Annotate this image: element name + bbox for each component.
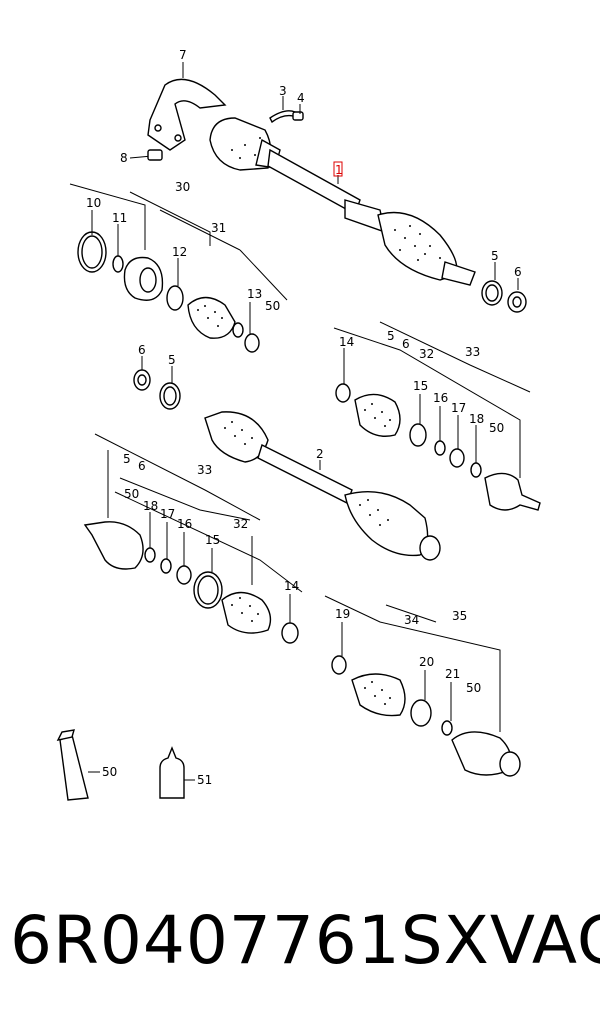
callout-17-left: 17 (160, 507, 175, 521)
callout-35: 35 (452, 609, 467, 623)
callout-20: 20 (419, 655, 434, 669)
callout-50-d: 50 (466, 681, 481, 695)
callout-14-left: 14 (284, 579, 299, 593)
heat-shield (147, 78, 227, 151)
kit-34-35-parts (331, 655, 521, 777)
callout-1: 1 (335, 163, 343, 177)
callout-12: 12 (172, 245, 187, 259)
nut-ring-5-6-top (481, 280, 527, 313)
part-number: 6R0407761SX (10, 901, 490, 979)
callout-15-right: 15 (413, 379, 428, 393)
callout-19: 19 (335, 607, 350, 621)
callout-15-left: 15 (205, 533, 220, 547)
callout-3: 3 (279, 84, 287, 98)
callout-5-top: 5 (491, 249, 499, 263)
shaft-assembly-1 (209, 117, 476, 286)
bottle-51 (159, 746, 195, 799)
grease-tube-50 (56, 729, 100, 801)
callout-51: 51 (197, 773, 212, 787)
callout-8: 8 (120, 151, 128, 165)
callout-6-top: 6 (514, 265, 522, 279)
callout-32-right: 32 (419, 347, 434, 361)
callout-6-mid: 6 (138, 343, 146, 357)
callout-16-left: 16 (177, 517, 192, 531)
callout-17-right: 17 (451, 401, 466, 415)
highlight-box-1 (333, 161, 343, 177)
callout-4: 4 (297, 91, 305, 105)
callout-14-right: 14 (339, 335, 354, 349)
callout-13: 13 (247, 287, 262, 301)
callout-5-mid: 5 (168, 353, 176, 367)
callout-50-c: 50 (124, 487, 139, 501)
callout-21: 21 (445, 667, 460, 681)
callout-6-right: 6 (402, 337, 410, 351)
callout-18-left: 18 (143, 499, 158, 513)
kit-32-33-left-parts (83, 521, 299, 644)
kit-32-33-right-parts (335, 383, 541, 511)
clip-3-and-bolt-4 (269, 110, 304, 124)
callout-5-left: 5 (123, 452, 131, 466)
callout-50-a: 50 (265, 299, 280, 313)
callout-5-right: 5 (387, 329, 395, 343)
callout-2: 2 (316, 447, 324, 461)
nut-ring-5-6-mid (133, 369, 181, 410)
callout-50-e: 50 (102, 765, 117, 779)
leader-lines (69, 62, 531, 732)
callout-labels: 7 3 4 8 1 5 6 30 10 11 31 12 13 50 6 5 2… (86, 48, 522, 787)
callout-11: 11 (112, 211, 127, 225)
callout-16-right: 16 (433, 391, 448, 405)
caption: 6R0407761SX VAG (10, 895, 600, 985)
callout-6-left: 6 (138, 459, 146, 473)
callout-32-left: 32 (233, 517, 248, 531)
callout-34: 34 (404, 613, 419, 627)
shaft-assembly-2 (204, 411, 441, 561)
bolt-8 (129, 149, 163, 161)
callout-33-left: 33 (197, 463, 212, 477)
drive-shaft-exploded-diagram: 7 3 4 8 1 5 6 30 10 11 31 12 13 50 6 5 2… (56, 48, 541, 801)
kit-30-31-parts (77, 231, 260, 353)
brand: VAG (489, 901, 600, 979)
callout-30: 30 (175, 180, 190, 194)
callout-10: 10 (86, 196, 101, 210)
callout-31: 31 (211, 221, 226, 235)
callout-18-right: 18 (469, 412, 484, 426)
callout-50-b: 50 (489, 421, 504, 435)
callout-33-right: 33 (465, 345, 480, 359)
callout-7: 7 (179, 48, 187, 62)
